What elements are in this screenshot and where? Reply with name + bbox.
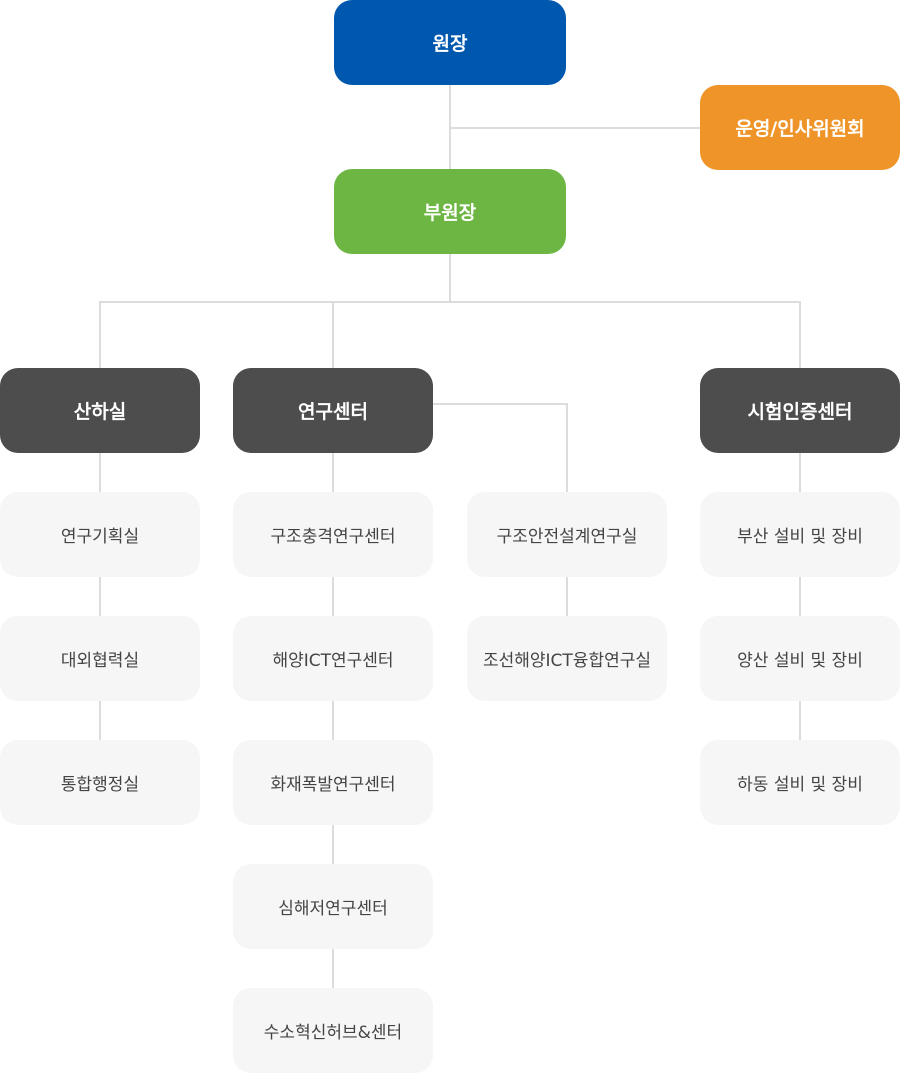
vice-director-label: 부원장: [423, 202, 477, 224]
dept-research-center: 연구센터: [233, 368, 433, 453]
unit-box: 심해저연구센터: [233, 864, 433, 949]
unit-label: 화재폭발연구센터: [270, 775, 396, 795]
connector-labs-vertical: [566, 403, 568, 493]
unit-label: 양산 설비 및 장비: [737, 651, 863, 671]
connector-committee: [449, 127, 701, 129]
dept-label: 시험인증센터: [747, 401, 853, 423]
connector-col1: [99, 452, 101, 742]
unit-box: 구조충격연구센터: [233, 492, 433, 577]
unit-label: 통합행정실: [60, 775, 140, 795]
connector-col4: [799, 452, 801, 742]
unit-box: 하동 설비 및 장비: [700, 740, 900, 825]
connector-col2: [332, 452, 334, 990]
unit-label: 부산 설비 및 장비: [737, 527, 863, 547]
unit-box: 대외협력실: [0, 616, 200, 701]
unit-box: 부산 설비 및 장비: [700, 492, 900, 577]
unit-label: 대외협력실: [60, 651, 140, 671]
connector-labs-horizontal: [432, 403, 568, 405]
dept-label: 연구센터: [298, 401, 368, 423]
lab-label: 조선해양ICT융합연구실: [482, 651, 652, 671]
dept-planning-office: 산하실: [0, 368, 200, 453]
connector-vice-down: [449, 253, 451, 302]
lab-box: 구조안전설계연구실: [467, 492, 667, 577]
committee-label: 운영/인사위원회: [735, 118, 865, 140]
connector-dept-3: [799, 301, 801, 369]
unit-box: 연구기획실: [0, 492, 200, 577]
unit-box: 해양ICT연구센터: [233, 616, 433, 701]
unit-label: 수소혁신허브&센터: [263, 1023, 403, 1043]
unit-label: 연구기획실: [60, 527, 140, 547]
unit-box: 화재폭발연구센터: [233, 740, 433, 825]
connector-dept-bar: [99, 301, 801, 303]
unit-label: 하동 설비 및 장비: [737, 775, 863, 795]
unit-box: 양산 설비 및 장비: [700, 616, 900, 701]
unit-box: 통합행정실: [0, 740, 200, 825]
unit-label: 심해저연구센터: [278, 899, 388, 919]
vice-director-box: 부원장: [334, 169, 566, 254]
director-box: 원장: [334, 0, 566, 85]
committee-box: 운영/인사위원회: [700, 85, 900, 170]
connector-dept-1: [99, 301, 101, 369]
director-label: 원장: [432, 33, 468, 55]
connector-labs-between: [566, 576, 568, 617]
unit-box: 수소혁신허브&센터: [233, 988, 433, 1073]
unit-label: 해양ICT연구센터: [272, 651, 394, 671]
lab-label: 구조안전설계연구실: [496, 527, 638, 547]
unit-label: 구조충격연구센터: [270, 527, 396, 547]
lab-box: 조선해양ICT융합연구실: [467, 616, 667, 701]
dept-label: 산하실: [73, 401, 127, 423]
dept-testing-center: 시험인증센터: [700, 368, 900, 453]
connector-dept-2: [332, 301, 334, 369]
